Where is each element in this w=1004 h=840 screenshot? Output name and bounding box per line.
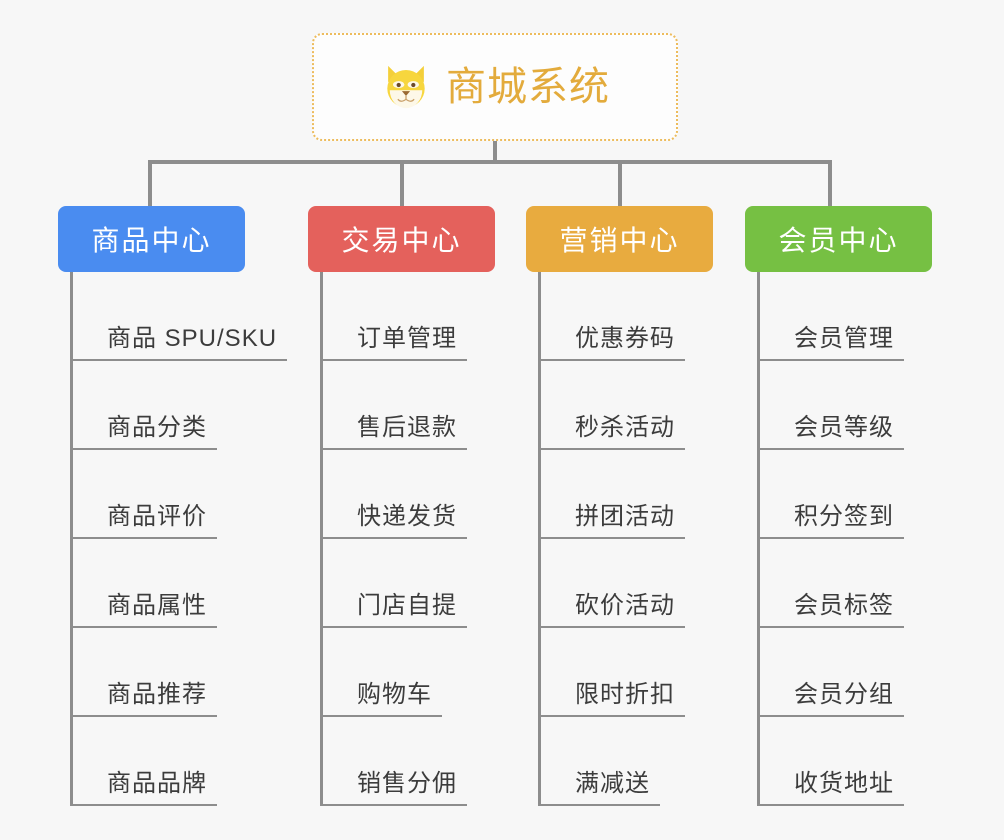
leaf-underline xyxy=(323,804,467,806)
leaf-label: 销售分佣 xyxy=(357,770,457,797)
leaf-underline xyxy=(323,715,442,717)
list-item[interactable]: 商品评价 xyxy=(73,450,287,539)
leaf-underline xyxy=(541,804,660,806)
leaf-underline xyxy=(73,715,217,717)
root-node[interactable]: 商城系统 xyxy=(312,33,678,141)
connector-drop-1 xyxy=(148,160,152,206)
connector-stem xyxy=(493,141,497,163)
leaf-underline xyxy=(541,359,685,361)
list-item[interactable]: 商品分类 xyxy=(73,361,287,450)
connector-bus xyxy=(148,160,832,164)
leaf-underline xyxy=(323,359,467,361)
leaf-underline xyxy=(760,537,904,539)
leaf-label: 商品属性 xyxy=(107,592,207,619)
branch-column-4: 会员中心 会员管理 会员等级 积分签到 会员标签 会员分组 xyxy=(745,206,932,806)
leaf-label: 商品推荐 xyxy=(107,681,207,708)
list-item[interactable]: 商品属性 xyxy=(73,539,287,628)
list-item[interactable]: 会员管理 xyxy=(760,272,932,361)
leaf-underline xyxy=(73,448,217,450)
list-item[interactable]: 秒杀活动 xyxy=(541,361,713,450)
list-item[interactable]: 商品 SPU/SKU xyxy=(73,272,287,361)
list-item[interactable]: 限时折扣 xyxy=(541,628,713,717)
leaf-list-2: 订单管理 售后退款 快递发货 门店自提 购物车 销售分佣 xyxy=(320,272,495,806)
leaf-label: 商品分类 xyxy=(107,414,207,441)
list-item[interactable]: 商品推荐 xyxy=(73,628,287,717)
leaf-label: 购物车 xyxy=(357,681,432,708)
list-item[interactable]: 购物车 xyxy=(323,628,495,717)
list-item[interactable]: 满减送 xyxy=(541,717,713,806)
leaf-label: 会员分组 xyxy=(794,681,894,708)
list-item[interactable]: 订单管理 xyxy=(323,272,495,361)
leaf-underline xyxy=(73,626,217,628)
leaf-list-4: 会员管理 会员等级 积分签到 会员标签 会员分组 收货地址 xyxy=(757,272,932,806)
root-title: 商城系统 xyxy=(446,65,610,109)
branch-column-3: 营销中心 优惠券码 秒杀活动 拼团活动 砍价活动 限时折扣 xyxy=(526,206,713,806)
leaf-label: 快递发货 xyxy=(357,503,457,530)
dog-face-icon xyxy=(387,65,425,109)
leaf-underline xyxy=(760,715,904,717)
leaf-underline xyxy=(541,715,685,717)
leaf-list-1: 商品 SPU/SKU 商品分类 商品评价 商品属性 商品推荐 商品品牌 xyxy=(70,272,287,806)
leaf-label: 限时折扣 xyxy=(575,681,675,708)
list-item[interactable]: 会员标签 xyxy=(760,539,932,628)
branch-column-2: 交易中心 订单管理 售后退款 快递发货 门店自提 购物车 xyxy=(308,206,495,806)
category-header-2[interactable]: 交易中心 xyxy=(308,206,495,272)
list-item[interactable]: 积分签到 xyxy=(760,450,932,539)
leaf-underline xyxy=(323,448,467,450)
category-header-3[interactable]: 营销中心 xyxy=(526,206,713,272)
leaf-underline xyxy=(760,804,904,806)
leaf-label: 拼团活动 xyxy=(575,503,675,530)
category-header-1[interactable]: 商品中心 xyxy=(58,206,245,272)
list-item[interactable]: 会员等级 xyxy=(760,361,932,450)
list-item[interactable]: 商品品牌 xyxy=(73,717,287,806)
list-item[interactable]: 门店自提 xyxy=(323,539,495,628)
leaf-label: 优惠券码 xyxy=(575,325,675,352)
leaf-underline xyxy=(760,626,904,628)
leaf-underline xyxy=(541,448,685,450)
leaf-label: 售后退款 xyxy=(357,414,457,441)
leaf-label: 商品 SPU/SKU xyxy=(107,325,278,352)
list-item[interactable]: 拼团活动 xyxy=(541,450,713,539)
leaf-underline xyxy=(760,448,904,450)
leaf-label: 会员等级 xyxy=(794,414,894,441)
leaf-underline xyxy=(541,626,685,628)
leaf-label: 商品评价 xyxy=(107,503,207,530)
branch-column-1: 商品中心 商品 SPU/SKU 商品分类 商品评价 商品属性 商品推荐 xyxy=(58,206,287,806)
leaf-label: 订单管理 xyxy=(357,325,457,352)
list-item[interactable]: 会员分组 xyxy=(760,628,932,717)
connector-drop-2 xyxy=(400,160,404,206)
list-item[interactable]: 收货地址 xyxy=(760,717,932,806)
leaf-underline xyxy=(323,626,467,628)
category-header-4[interactable]: 会员中心 xyxy=(745,206,932,272)
leaf-label: 秒杀活动 xyxy=(575,414,675,441)
leaf-underline xyxy=(323,537,467,539)
leaf-label: 积分签到 xyxy=(794,503,894,530)
connector-drop-3 xyxy=(618,160,622,206)
leaf-underline xyxy=(73,537,217,539)
connector-drop-4 xyxy=(828,160,832,206)
list-item[interactable]: 销售分佣 xyxy=(323,717,495,806)
leaf-label: 满减送 xyxy=(575,770,650,797)
leaf-underline xyxy=(73,804,217,806)
list-item[interactable]: 优惠券码 xyxy=(541,272,713,361)
leaf-label: 门店自提 xyxy=(357,592,457,619)
list-item[interactable]: 砍价活动 xyxy=(541,539,713,628)
leaf-label: 会员管理 xyxy=(794,325,894,352)
leaf-label: 砍价活动 xyxy=(575,592,675,619)
leaf-label: 商品品牌 xyxy=(107,770,207,797)
leaf-label: 会员标签 xyxy=(794,592,894,619)
leaf-list-3: 优惠券码 秒杀活动 拼团活动 砍价活动 限时折扣 满减送 xyxy=(538,272,713,806)
leaf-underline xyxy=(760,359,904,361)
leaf-underline xyxy=(73,359,287,361)
list-item[interactable]: 快递发货 xyxy=(323,450,495,539)
leaf-label: 收货地址 xyxy=(794,770,894,797)
leaf-underline xyxy=(541,537,685,539)
list-item[interactable]: 售后退款 xyxy=(323,361,495,450)
